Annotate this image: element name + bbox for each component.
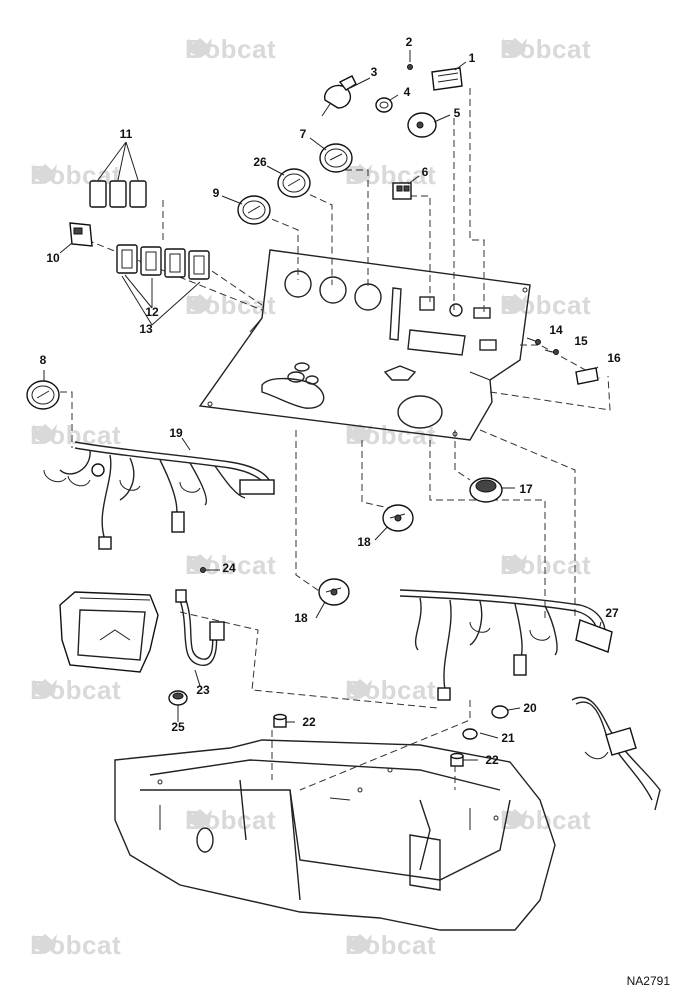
bobcat-logo-icon (33, 934, 57, 954)
callout-16: 16 (607, 351, 621, 365)
machine-frame (114, 739, 556, 931)
callout-13: 13 (139, 322, 153, 336)
part-10-switch (69, 222, 93, 247)
part-23-harness (175, 589, 225, 666)
callout-19: 19 (169, 426, 183, 440)
bobcat-logo-icon (188, 294, 212, 314)
part-11-switches (89, 180, 147, 208)
part-21-grommet (462, 728, 478, 740)
bobcat-logo-icon (33, 679, 57, 699)
part-3-key-switch (321, 75, 357, 117)
callout-24: 24 (222, 561, 236, 575)
callout-25: 25 (171, 720, 185, 734)
callout-18-lower: 18 (294, 611, 308, 625)
callout-22-left: 22 (302, 715, 316, 729)
part-4-nut (375, 97, 393, 113)
callout-5: 5 (453, 106, 461, 120)
bobcat-logo-icon (348, 934, 372, 954)
part-12-switch-frames (116, 244, 210, 280)
callout-12: 12 (145, 305, 159, 319)
part-20-grommet (491, 705, 509, 719)
dash-panel (198, 249, 531, 441)
bobcat-logo-icon (348, 164, 372, 184)
drawing-code: NA2791 (626, 974, 670, 988)
watermark: Bobcat (185, 550, 277, 580)
callout-23: 23 (196, 683, 210, 697)
bobcat-logo-icon (348, 679, 372, 699)
part-25-seal (168, 690, 188, 706)
callout-2: 2 (405, 35, 413, 49)
callout-22-right: 22 (485, 753, 499, 767)
assembly-lines (60, 88, 611, 791)
leader-lines (43, 50, 602, 761)
watermark: Bobcat (500, 34, 592, 64)
part-19-harness (43, 441, 275, 550)
part-1-connector (431, 67, 463, 91)
bobcat-logo-icon (503, 294, 527, 314)
callout-27: 27 (605, 606, 619, 620)
callout-7: 7 (299, 127, 307, 141)
part-6-switch (392, 182, 412, 200)
part-18-gauge-lower (318, 578, 350, 606)
part-18-gauge-upper (382, 504, 414, 532)
part-22-cap-left (273, 713, 287, 728)
part-9-gauge (237, 195, 271, 225)
callout-17: 17 (519, 482, 533, 496)
part-27-harness (399, 589, 613, 701)
part-5-bezel (407, 112, 437, 138)
bobcat-logo-icon (188, 809, 212, 829)
part-22-cap-right (450, 752, 464, 767)
callout-8: 8 (39, 353, 47, 367)
watermark: Bobcat (345, 160, 437, 190)
watermark: Bobcat (185, 290, 277, 320)
callout-20: 20 (523, 701, 537, 715)
callout-18-upper: 18 (357, 535, 371, 549)
part-17-alarm (469, 477, 503, 503)
part-24-screw (200, 567, 206, 573)
part-26-gauge (277, 168, 311, 198)
bobcat-logo-icon (503, 554, 527, 574)
bobcat-logo-icon (33, 424, 57, 444)
callout-10: 10 (46, 251, 60, 265)
callout-15: 15 (574, 334, 588, 348)
bobcat-logo-icon (503, 38, 527, 58)
bobcat-logo-icon (33, 164, 57, 184)
callout-9: 9 (212, 186, 220, 200)
callout-14: 14 (549, 323, 563, 337)
bobcat-logo-icon (188, 554, 212, 574)
bobcat-logo-icon (348, 424, 372, 444)
part-2-screw (407, 64, 413, 70)
callout-3: 3 (370, 65, 378, 79)
watermark: Bobcat (30, 930, 122, 960)
callout-1: 1 (468, 51, 476, 65)
part-8-gauge (26, 380, 60, 410)
watermark: Bobcat (30, 420, 122, 450)
right-wire-assembly (571, 696, 661, 811)
display-housing (59, 591, 159, 673)
part-15-nut (553, 349, 559, 355)
part-14-screw (535, 339, 541, 345)
callout-26: 26 (253, 155, 267, 169)
watermark: Bobcat (30, 675, 122, 705)
callout-4: 4 (403, 85, 411, 99)
bobcat-logo-icon (188, 38, 212, 58)
watermark: Bobcat (185, 34, 277, 64)
watermark: Bobcat (500, 805, 592, 835)
part-7-gauge (319, 143, 353, 173)
callout-6: 6 (421, 165, 429, 179)
part-16-connector (575, 367, 599, 385)
callout-11: 11 (119, 127, 133, 141)
watermark: Bobcat (500, 290, 592, 320)
watermark: Bobcat (500, 550, 592, 580)
callout-21: 21 (501, 731, 515, 745)
watermark: Bobcat (345, 930, 437, 960)
bobcat-logo-icon (503, 809, 527, 829)
watermark: Bobcat (345, 420, 437, 450)
